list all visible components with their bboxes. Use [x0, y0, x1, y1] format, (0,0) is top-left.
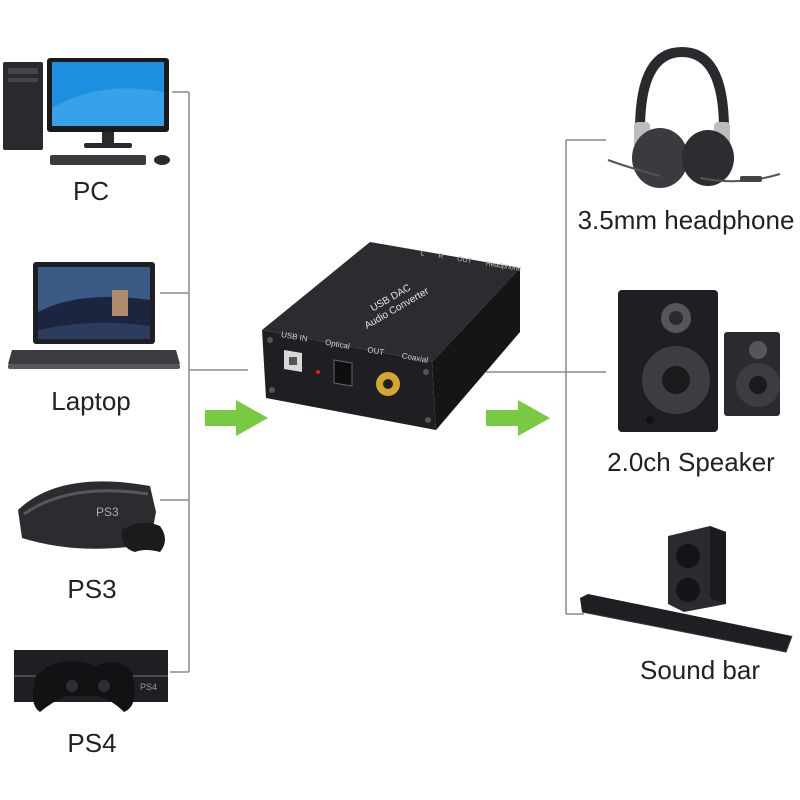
output-label-headphone: 3.5mm headphone	[577, 205, 795, 235]
source-label-ps3: PS3	[67, 574, 117, 604]
optical-port	[333, 359, 353, 387]
output-label-speaker: 2.0ch Speaker	[607, 447, 775, 477]
output-arrow-icon	[486, 400, 550, 436]
source-label-ps4: PS4	[67, 728, 117, 758]
input-arrow-icon	[205, 400, 268, 436]
source-label-pc: PC	[72, 176, 110, 206]
svg-text:PS3: PS3	[96, 505, 119, 519]
source-label-laptop: Laptop	[51, 386, 131, 416]
output-label-soundbar: Sound bar	[640, 655, 760, 685]
svg-text:PS4: PS4	[140, 682, 157, 692]
